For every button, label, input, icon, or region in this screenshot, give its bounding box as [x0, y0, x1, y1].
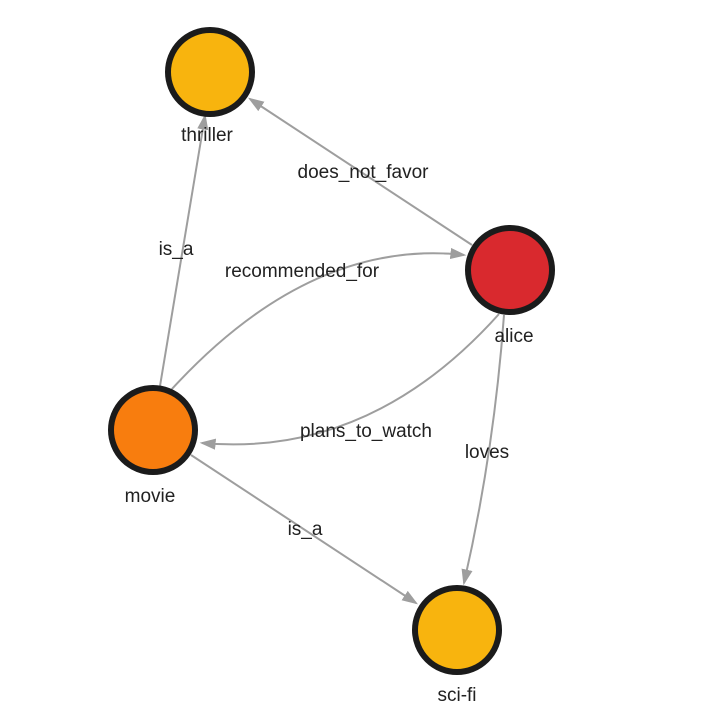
node-alice[interactable] — [465, 225, 555, 315]
node-movie[interactable] — [108, 385, 198, 475]
node-label-thriller: thriller — [181, 125, 233, 146]
edge-label-movie-sci-fi: is_a — [288, 519, 323, 540]
edge-label-movie-thriller: is_a — [159, 239, 194, 260]
edge-movie-thriller — [159, 113, 209, 387]
edge-alice-movie — [199, 313, 500, 450]
edges-layer — [159, 97, 505, 605]
edge-movie-sci-fi — [190, 454, 419, 605]
edge-label-alice-movie: plans_to_watch — [300, 421, 432, 442]
edge-alice-sci-fi — [461, 314, 505, 586]
node-sci-fi[interactable] — [412, 585, 502, 675]
node-thriller[interactable] — [165, 27, 255, 117]
edge-movie-alice — [170, 247, 467, 391]
node-label-movie: movie — [125, 486, 176, 507]
node-label-sci-fi: sci-fi — [437, 685, 476, 706]
nodes-layer: thriller alice movie sci-fi — [108, 27, 555, 706]
edge-label-alice-thriller: does_not_favor — [298, 162, 430, 183]
node-label-alice: alice — [494, 326, 533, 347]
edge-labels-layer: is_a does_not_favor recommended_for plans_t… — [159, 162, 510, 540]
edge-label-movie-alice: recommended_for — [225, 261, 380, 282]
edge-label-alice-sci-fi: loves — [465, 442, 509, 463]
edge-alice-thriller — [247, 97, 473, 246]
